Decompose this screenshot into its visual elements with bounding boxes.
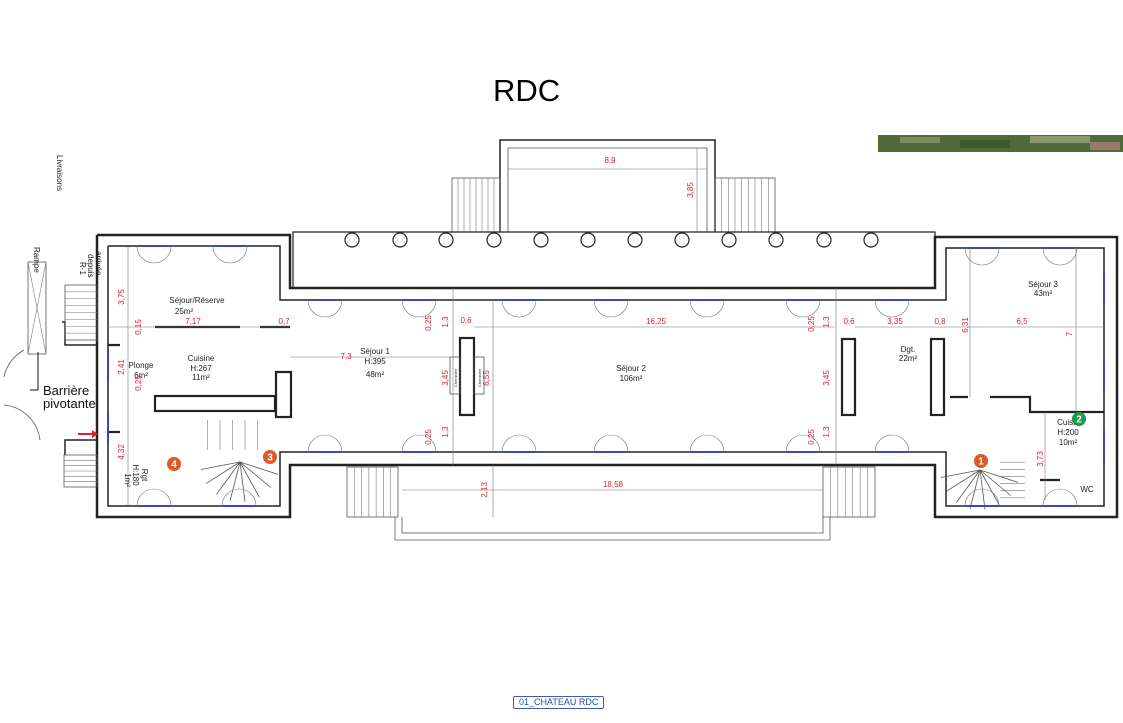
column xyxy=(533,232,549,248)
room-area: 6m² xyxy=(134,371,148,380)
dimension: 16,25 xyxy=(646,317,667,326)
depuis-label: depuis xyxy=(86,254,95,278)
room-height: H:267 xyxy=(190,364,212,373)
cheminee-label: Cheminée xyxy=(477,368,482,387)
dimension: 18,58 xyxy=(603,480,624,489)
sheet-label: 01_CHATEAU RDC xyxy=(513,696,605,709)
livraisons-label: Livraisons xyxy=(55,155,64,191)
room-height: H:200 xyxy=(1057,428,1079,437)
dimension: 3,45 xyxy=(441,370,450,386)
plan-title: RDC xyxy=(493,73,560,108)
dimension: 1,3 xyxy=(822,316,831,328)
rampe-label: Rampe xyxy=(32,247,41,273)
dimension: 3,35 xyxy=(887,317,903,326)
room-name: Rgt xyxy=(140,469,149,482)
entrance-arrow-icon xyxy=(78,430,98,438)
room-area: 48m² xyxy=(366,370,385,379)
dimension: 1,3 xyxy=(441,316,450,328)
svg-text:3: 3 xyxy=(267,453,273,464)
room-area: 106m² xyxy=(620,374,643,383)
dimension-lines xyxy=(108,246,1104,517)
dimension: 8,9 xyxy=(604,156,616,165)
markers: 1 2 3 4 xyxy=(167,412,1086,471)
room-name: Cuisi xyxy=(1057,418,1075,427)
marker-4: 4 xyxy=(167,457,181,471)
dimension: 0,25 xyxy=(807,316,816,332)
marker-2: 2 xyxy=(1072,412,1086,426)
dimension: 0,25 xyxy=(134,375,143,391)
column xyxy=(344,232,360,248)
dimension: 1,3 xyxy=(441,426,450,438)
north-terrace xyxy=(451,139,776,233)
room-area: 43m² xyxy=(1034,289,1053,298)
dimension: 7,17 xyxy=(185,317,201,326)
column xyxy=(674,232,690,248)
dimension: 0,25 xyxy=(424,429,433,445)
room-name: Séjour 3 xyxy=(1028,280,1058,289)
room-name: Cuisine xyxy=(188,354,215,363)
column xyxy=(816,232,832,248)
dimension: 6,31 xyxy=(961,317,970,333)
room-name: Séjour 1 xyxy=(360,347,390,356)
dimension: 2,41 xyxy=(117,359,126,375)
pivotante-label: pivotante xyxy=(43,396,96,411)
room-area: 11m² xyxy=(192,373,210,382)
dimension: 0,6 xyxy=(843,317,855,326)
marker-1: 1 xyxy=(974,454,988,468)
column xyxy=(580,232,596,248)
room-name: Plonge xyxy=(129,361,154,370)
room-name: WC xyxy=(1080,485,1094,494)
column xyxy=(486,232,502,248)
column xyxy=(438,232,454,248)
windows-and-doors xyxy=(107,245,1105,507)
dimension: 6,5 xyxy=(1016,317,1028,326)
dimension: 6,55 xyxy=(482,370,491,386)
dimension: 7 xyxy=(1065,331,1074,336)
room-height: H:180 xyxy=(131,464,140,486)
dimension: 3,85 xyxy=(686,182,695,198)
svg-text:2: 2 xyxy=(1076,415,1082,426)
dimension-labels: 3,75 7,17 0,15 0,7 2,41 0,25 4,32 7,3 0,… xyxy=(117,156,1074,498)
room-name: Séjour/Réserve xyxy=(169,296,225,305)
marker-3: 3 xyxy=(263,450,277,464)
aerial-photo-thumbnail xyxy=(878,135,1123,152)
room-name: Séjour 2 xyxy=(616,364,646,373)
dimension: 0,6 xyxy=(460,316,472,325)
dimension: 1,3 xyxy=(822,426,831,438)
room-labels: Séjour/Réserve 25m² Plonge 6m² Cuisine H… xyxy=(123,280,1094,494)
dimension: 0,25 xyxy=(424,315,433,331)
column xyxy=(768,232,784,248)
room-area: 1m² xyxy=(123,473,132,487)
room-area: 25m² xyxy=(175,307,194,316)
dimension: 0,15 xyxy=(134,319,143,335)
barriere-label: Barrière xyxy=(43,383,89,398)
cheminee-label: Cheminée xyxy=(453,368,458,387)
dimension: 0,25 xyxy=(807,429,816,445)
column xyxy=(721,232,737,248)
r1-label: R-1 xyxy=(78,262,87,275)
dimension: 3,75 xyxy=(117,289,126,305)
column xyxy=(392,232,408,248)
building-walls xyxy=(3,233,1119,541)
dimension: 2,13 xyxy=(480,482,489,498)
dimension: 0,7 xyxy=(278,317,290,326)
dimension: 3,73 xyxy=(1036,451,1045,467)
room-height: H:395 xyxy=(364,357,386,366)
room-area: 22m² xyxy=(899,354,918,363)
dimension: 0,8 xyxy=(934,317,946,326)
colonnade xyxy=(292,231,936,288)
dimension: 3,45 xyxy=(822,370,831,386)
arrivee-label: arrivée xyxy=(94,251,103,276)
column xyxy=(627,232,643,248)
dimension: 4,32 xyxy=(117,444,126,460)
dimension: 7,3 xyxy=(340,352,352,361)
room-name: Dgt. xyxy=(901,345,916,354)
svg-text:1: 1 xyxy=(978,457,984,468)
room-area: 10m² xyxy=(1059,438,1078,447)
column xyxy=(863,232,879,248)
svg-text:4: 4 xyxy=(171,460,177,471)
